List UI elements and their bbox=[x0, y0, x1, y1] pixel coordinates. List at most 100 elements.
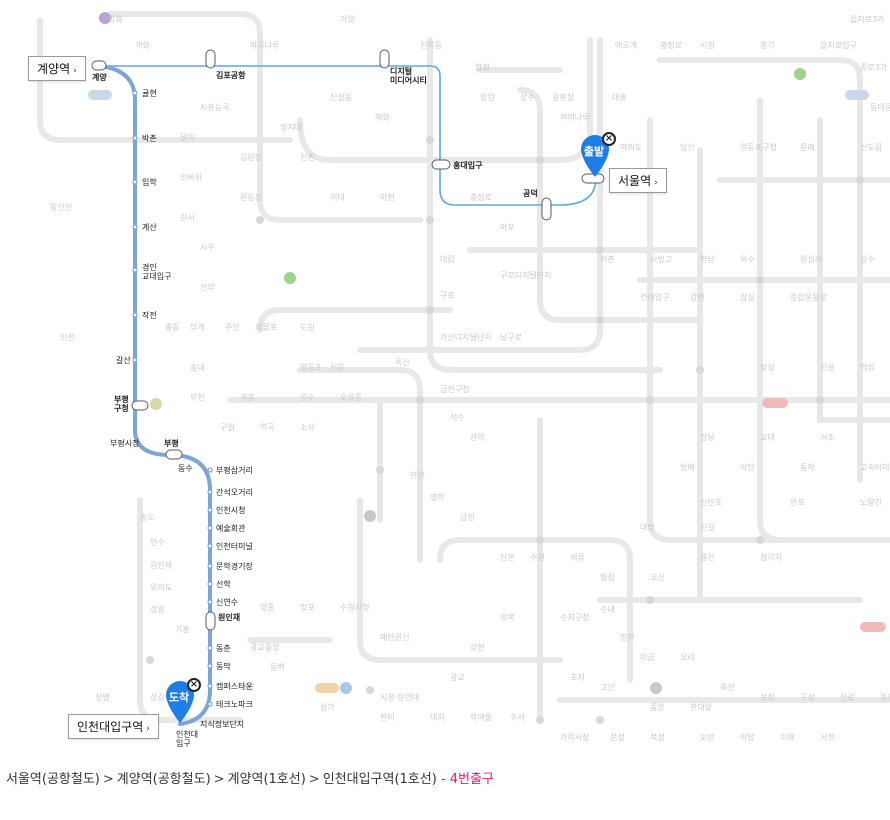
station-campus-town[interactable]: 캠퍼스타운 bbox=[216, 681, 253, 691]
station-gongdeok[interactable]: 공덕 bbox=[523, 188, 538, 198]
end-pin-label: 도착 bbox=[168, 691, 190, 704]
background-station-label: 대치 bbox=[430, 713, 445, 722]
background-station-label: 서빙고 bbox=[650, 255, 672, 264]
station-imhak[interactable]: 임학 bbox=[142, 177, 157, 187]
background-station-label: 잠실 bbox=[740, 292, 755, 302]
station-dongsu[interactable]: 동수 bbox=[178, 464, 193, 473]
background-station-label: 합정 bbox=[475, 62, 490, 72]
station-dongchun[interactable]: 동춘 bbox=[216, 644, 231, 653]
background-station-label: 망원 bbox=[480, 92, 495, 102]
station-gyesan[interactable]: 계산 bbox=[142, 222, 157, 232]
background-station-label: 학여울 bbox=[470, 712, 492, 722]
destination-station-callout[interactable]: 인천대입구역› bbox=[68, 714, 159, 739]
background-station-label: 선릉 bbox=[820, 363, 835, 372]
background-station-label: 가산디지털단지 bbox=[440, 332, 492, 342]
background-station-label: 삼성 bbox=[760, 362, 775, 372]
background-station-label: 제물포 bbox=[255, 323, 277, 332]
background-station-marks bbox=[146, 136, 864, 724]
background-station-label: 동대문 bbox=[870, 103, 890, 112]
route-separator: > bbox=[213, 772, 225, 787]
station-ganseok[interactable]: 간석오거리 bbox=[216, 487, 253, 497]
background-station-label: 수내 bbox=[600, 605, 615, 614]
station-gyeyang[interactable]: 계양 bbox=[92, 72, 107, 82]
station-bupyeong[interactable]: 부평 bbox=[164, 438, 179, 448]
background-station-label: 신길 bbox=[700, 523, 715, 532]
background-station-label: 복정 bbox=[650, 732, 665, 742]
background-station-label: 고속터미널 bbox=[860, 463, 890, 472]
background-station-label: 사당 bbox=[740, 462, 755, 472]
airport-railroad-route bbox=[100, 65, 597, 206]
background-station-label: 강변 bbox=[690, 292, 705, 302]
background-station-label: 야탑 bbox=[740, 732, 755, 742]
station-galsan[interactable]: 갈산 bbox=[116, 355, 131, 365]
background-station-label: 이촌 bbox=[600, 254, 615, 264]
station-arts-center[interactable]: 예술회관 bbox=[216, 523, 246, 533]
station-gimpo-airport[interactable]: 김포공항 bbox=[216, 70, 246, 80]
station-dongmak[interactable]: 동막 bbox=[216, 661, 231, 671]
background-station-label: 대방 bbox=[640, 522, 655, 532]
route-station-dots bbox=[132, 90, 213, 707]
background-station-label: 한대앞 bbox=[690, 702, 713, 712]
background-station-label: 초당 bbox=[240, 682, 255, 692]
background-station-label: 송내 bbox=[190, 363, 205, 372]
station-munhak[interactable]: 문학경기장 bbox=[216, 561, 253, 571]
background-station-label: 문래 bbox=[800, 143, 815, 152]
background-station-label: 상수 bbox=[520, 92, 535, 102]
background-station-label: 시청 bbox=[700, 41, 715, 50]
background-station-label: 개봉 bbox=[240, 392, 255, 402]
background-station-label: 구성 bbox=[800, 693, 815, 702]
background-station-label: 송도 bbox=[140, 513, 155, 522]
station-bupyeong-market[interactable]: 부평시장 bbox=[110, 438, 140, 448]
background-station-label: 삼각지 bbox=[760, 552, 782, 562]
background-station-label: 원시 bbox=[180, 213, 195, 222]
station-seonhak[interactable]: 선학 bbox=[216, 579, 231, 589]
background-station-label: 기흥 bbox=[175, 624, 190, 634]
background-station-label: 대흥 bbox=[612, 92, 627, 102]
station-woninjae[interactable]: 원인재 bbox=[218, 612, 240, 622]
background-station-label: 마곡나루 bbox=[250, 41, 279, 50]
background-station-label: 고잔 bbox=[600, 682, 615, 692]
background-station-label: 선바위 bbox=[180, 172, 202, 182]
route-separator: > bbox=[308, 772, 320, 787]
station-hongdae[interactable]: 홍대입구 bbox=[453, 160, 483, 170]
station-knowledge-park[interactable]: 지식정보단지 bbox=[200, 719, 244, 729]
station-terminal[interactable]: 인천터미널 bbox=[216, 541, 253, 551]
background-station-label: 명지대 bbox=[280, 122, 302, 132]
background-station-label: 아현 bbox=[380, 192, 395, 202]
background-station-label: 한남 bbox=[700, 255, 715, 264]
background-station-label: 수원 bbox=[530, 553, 545, 562]
background-station-label: 동천 bbox=[880, 692, 890, 702]
background-station-label: 을지로입구 bbox=[820, 41, 857, 50]
station-bupyeong-sageori[interactable]: 부평삼거리 bbox=[216, 465, 253, 475]
chevron-right-icon: › bbox=[654, 178, 658, 188]
background-station-label: 상갈 bbox=[150, 692, 165, 702]
station-sinyeonsu[interactable]: 신연수 bbox=[216, 598, 238, 607]
background-station-label: 서초 bbox=[820, 433, 835, 442]
station-gyulhyeon[interactable]: 귤현 bbox=[142, 89, 157, 98]
station-technopark[interactable]: 테크노파크 bbox=[216, 700, 253, 709]
route-summary: 서울역(공항철도)>계양역(공항철도)>계양역(1호선)>인천대입구역(1호선)… bbox=[6, 768, 494, 787]
transfer-station-callout[interactable]: 계양역› bbox=[28, 56, 86, 81]
background-station-label: 한티 bbox=[380, 713, 395, 722]
end-pin-close-icon[interactable]: × bbox=[187, 678, 201, 692]
station-incheon-cityhall[interactable]: 인천시청 bbox=[216, 505, 245, 515]
background-station-label: 인천 bbox=[60, 332, 75, 342]
station-jakjeon[interactable]: 작전 bbox=[142, 310, 157, 320]
background-station-label: 수서 bbox=[510, 713, 525, 722]
end-pin[interactable]: 도착 × bbox=[165, 678, 201, 724]
background-station-label: 구로디지털단지 bbox=[500, 270, 552, 280]
start-pin-close-icon[interactable]: × bbox=[602, 132, 616, 146]
station-bakchon[interactable]: 박촌 bbox=[142, 133, 157, 143]
background-station-label: 명학 bbox=[430, 492, 445, 502]
start-pin[interactable]: 출발 × bbox=[580, 132, 616, 178]
background-station-label: 여의나루 bbox=[560, 112, 589, 122]
background-station-label: 성복 bbox=[500, 613, 515, 622]
origin-station-callout[interactable]: 서울역› bbox=[609, 168, 667, 193]
background-station-label: 소사 bbox=[300, 423, 315, 432]
